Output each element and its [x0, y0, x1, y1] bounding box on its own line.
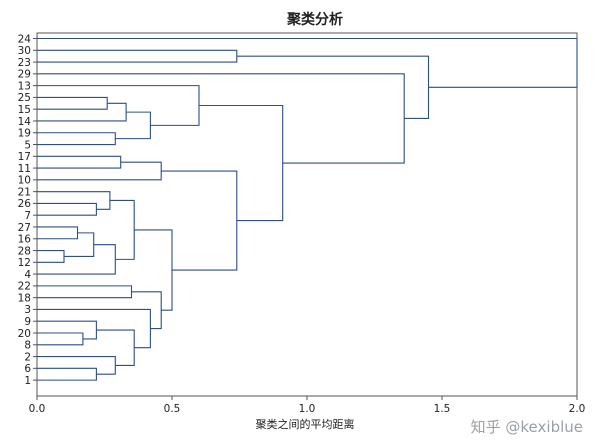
leaf-label-14: 14 [18, 116, 32, 128]
merge-link-m25 [37, 49, 238, 63]
x-tick-label: 0.5 [164, 403, 181, 415]
leaf-label-12: 12 [18, 257, 31, 269]
merge-link-m18 [115, 111, 151, 140]
leaf-label-10: 10 [18, 175, 31, 187]
merge-link-m8 [37, 96, 108, 110]
merge-link-m12 [37, 356, 116, 375]
leaf-label-23: 23 [18, 57, 31, 69]
merge-link-m1 [37, 249, 65, 263]
x-tick-label: 1.5 [434, 403, 451, 415]
merge-link-m21 [131, 291, 162, 330]
leaf-label-29: 29 [18, 69, 31, 81]
merge-link-m19 [37, 308, 151, 349]
leaf-label-16: 16 [18, 234, 32, 246]
leaf-labels: 2430232913251514195171110212672716281242… [18, 33, 37, 387]
leaf-label-20: 20 [18, 328, 31, 340]
merge-link-m28 [236, 55, 430, 119]
x-tick-label: 0.0 [29, 403, 46, 415]
leaf-label-30: 30 [18, 45, 31, 57]
leaf-label-25: 25 [18, 92, 31, 104]
merge-link-m26 [199, 104, 284, 222]
leaf-label-5: 5 [24, 139, 31, 151]
merge-link-m7 [37, 367, 97, 381]
merge-link-m22 [134, 229, 173, 311]
leaf-label-9: 9 [24, 316, 31, 328]
leaf-label-28: 28 [18, 245, 31, 257]
leaf-label-7: 7 [24, 210, 31, 222]
merge-link-m15 [37, 285, 133, 299]
merge-link-m14 [37, 102, 127, 122]
merge-link-m23 [37, 85, 200, 126]
leaf-label-24: 24 [18, 33, 32, 45]
merge-link-m27 [37, 73, 405, 164]
x-tick-label: 2.0 [569, 403, 586, 415]
merge-link-m5 [37, 202, 97, 216]
merge-link-m11 [37, 244, 116, 275]
merge-link-m2 [37, 226, 79, 240]
leaf-label-26: 26 [18, 198, 32, 210]
merge-link-m29 [37, 37, 578, 88]
merge-link-m13 [37, 155, 122, 169]
merge-link-m16 [109, 199, 135, 260]
watermark-text: 知乎 @kexiblue [471, 418, 583, 436]
leaf-label-22: 22 [18, 281, 31, 293]
x-axis-label: 聚类之间的平均距离 [256, 417, 355, 431]
x-axis: 0.0 0.5 1.0 1.5 2.0 [29, 396, 586, 415]
leaf-label-27: 27 [18, 222, 31, 234]
leaf-label-17: 17 [18, 151, 31, 163]
leaf-label-11: 11 [18, 163, 31, 175]
dendrogram-links [37, 37, 578, 381]
leaf-label-1: 1 [24, 375, 31, 387]
leaf-label-4: 4 [24, 269, 31, 281]
merge-link-m6 [37, 320, 97, 340]
merge-link-m10 [37, 132, 116, 146]
leaf-label-18: 18 [18, 292, 31, 304]
leaf-label-8: 8 [24, 340, 31, 352]
leaf-label-19: 19 [18, 128, 31, 140]
leaf-label-2: 2 [24, 351, 31, 363]
x-tick-label: 1.0 [299, 403, 316, 415]
chart-title: 聚类分析 [286, 11, 343, 28]
leaf-label-15: 15 [18, 104, 31, 116]
leaf-label-21: 21 [18, 186, 31, 198]
leaf-label-13: 13 [18, 80, 31, 92]
merge-link-m20 [37, 161, 162, 181]
leaf-label-6: 6 [24, 363, 31, 375]
leaf-label-3: 3 [24, 304, 31, 316]
merge-link-m9 [37, 191, 111, 210]
merge-link-m4 [64, 232, 95, 257]
merge-link-m3 [37, 332, 84, 346]
